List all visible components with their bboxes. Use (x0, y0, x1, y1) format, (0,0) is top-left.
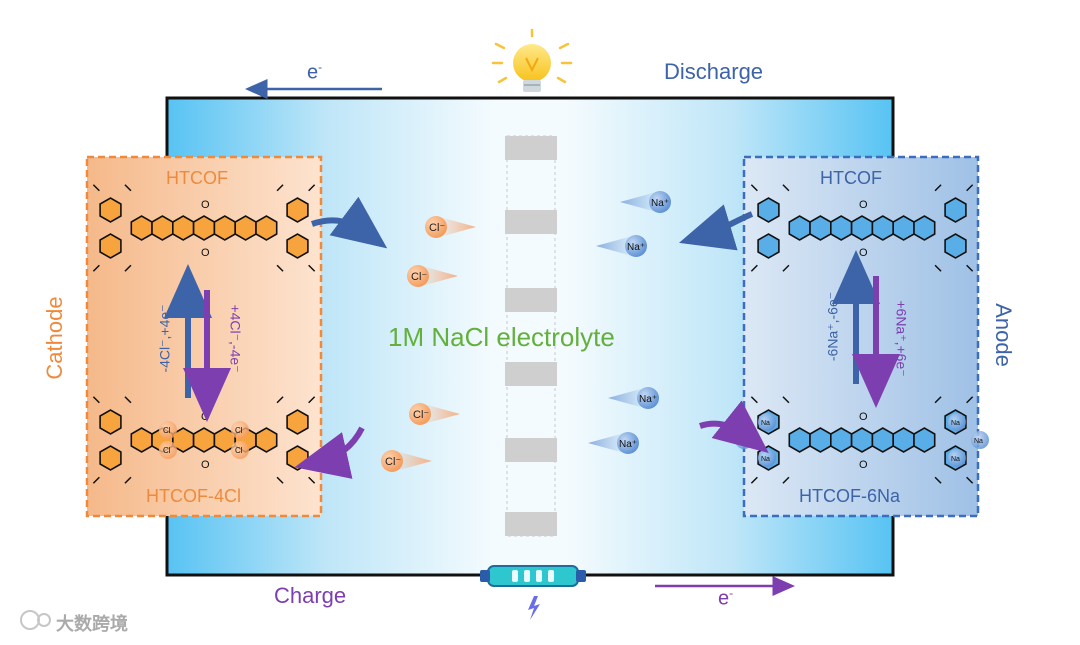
watermark-text: 大数跨境 (56, 614, 128, 634)
svg-text:Na: Na (974, 438, 983, 445)
svg-text:Na: Na (951, 456, 960, 463)
na-site: Na (948, 449, 966, 467)
svg-text:Na: Na (738, 438, 747, 445)
svg-text:O: O (859, 411, 868, 423)
svg-text:O: O (859, 199, 868, 211)
chloride-ion: Cl⁻ (425, 216, 476, 238)
anode-label: Anode (991, 303, 1016, 367)
svg-text:Na: Na (951, 420, 960, 427)
cathode-label: Cathode (42, 296, 67, 380)
svg-text:Cl: Cl (163, 446, 171, 455)
cathode-top-name: HTCOF (166, 168, 228, 188)
svg-text:Na: Na (761, 420, 770, 427)
svg-text:Na⁺: Na⁺ (619, 439, 637, 450)
cathode-left-reaction: -4Cl⁻,+4e⁻ (156, 304, 173, 373)
na-site: Na (758, 449, 776, 467)
svg-text:Na⁺: Na⁺ (651, 198, 669, 209)
anode-top-name: HTCOF (820, 168, 882, 188)
charge-label: Charge (274, 583, 347, 608)
lightbulb-icon (491, 28, 573, 92)
chloride-ion: Cl⁻ (409, 403, 460, 425)
svg-text:Cl⁻: Cl⁻ (385, 456, 401, 468)
discharge-label: Discharge (664, 59, 764, 84)
svg-text:Cl: Cl (163, 426, 171, 435)
electron-label-top: e- (307, 60, 323, 84)
svg-text:Cl⁻: Cl⁻ (429, 222, 445, 234)
cl-site: Cl (159, 441, 177, 459)
cl-site: Cl (159, 421, 177, 439)
electrolyte-label: 1M NaCl electrolyte (388, 322, 615, 352)
na-site: Na (758, 413, 776, 431)
sodium-ion: Na⁺ (588, 432, 639, 454)
anode-uptake-arrow (699, 400, 769, 453)
na-site: Na (971, 431, 989, 449)
cathode-release-arrow (311, 196, 388, 249)
cathode-bottom-name: HTCOF-4Cl (146, 486, 241, 506)
sodium-ion: Na⁺ (608, 387, 659, 409)
chloride-ion: Cl⁻ (407, 265, 458, 287)
watermark-logo (20, 610, 51, 630)
electron-label-bottom: e- (718, 586, 734, 610)
anode-left-reaction: -6Na⁺,-6e⁻ (824, 291, 841, 362)
sodium-ion: Na⁺ (620, 191, 671, 213)
svg-text:Cl⁻: Cl⁻ (411, 271, 427, 283)
cathode-right-reaction: +4Cl⁻,-4e⁻ (227, 304, 244, 373)
na-site: Na (948, 413, 966, 431)
cathode-uptake-arrow (294, 426, 365, 479)
svg-text:O: O (201, 247, 210, 259)
svg-text:Cl: Cl (235, 446, 243, 455)
charger-battery-icon (480, 565, 586, 620)
svg-text:O: O (859, 247, 868, 259)
separator-membrane (505, 135, 557, 537)
cl-site: Cl (231, 441, 249, 459)
anode-release-arrow (679, 204, 754, 251)
svg-text:O: O (201, 459, 210, 471)
svg-text:O: O (201, 199, 210, 211)
sodium-ion: Na⁺ (596, 235, 647, 257)
svg-text:O: O (201, 411, 210, 423)
htcof-anode-molecule: OO (750, 184, 974, 272)
svg-text:Na⁺: Na⁺ (639, 394, 657, 405)
svg-text:Cl: Cl (235, 426, 243, 435)
anode-bottom-name: HTCOF-6Na (799, 486, 901, 506)
svg-text:Cl⁻: Cl⁻ (413, 409, 429, 421)
anode-right-reaction: +6Na⁺,+6e⁻ (893, 300, 910, 377)
svg-text:O: O (859, 459, 868, 471)
chloride-ion: Cl⁻ (381, 450, 432, 472)
htcof-cathode-molecule: OO (92, 184, 316, 272)
cl-site: Cl (231, 421, 249, 439)
svg-text:Na⁺: Na⁺ (627, 242, 645, 253)
svg-text:Na: Na (761, 456, 770, 463)
